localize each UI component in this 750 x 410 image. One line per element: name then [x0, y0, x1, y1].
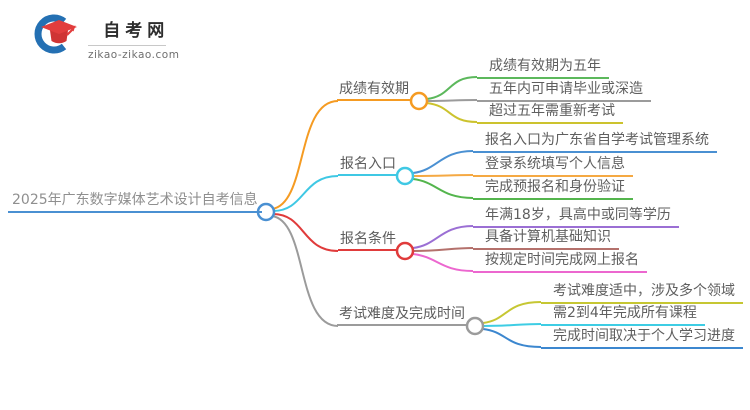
- logo-divider: [88, 45, 166, 46]
- branch1-label: 成绩有效期: [337, 80, 411, 101]
- logo-title: 自考网: [103, 21, 170, 41]
- connector-b1-leaf1: [426, 76, 478, 100]
- branch2-node-circle: [395, 166, 415, 186]
- connector-center-branch2: [272, 175, 339, 212]
- b2-leaf2-label: 登录系统填写个人信息: [473, 155, 633, 177]
- connector-b4-leaf2: [482, 323, 542, 327]
- branch1-node-circle: [409, 91, 429, 111]
- logo-subtitle: zikao-zikao.com: [88, 49, 180, 61]
- connector-b2-leaf2: [412, 174, 474, 177]
- logo-text-block: 自考网 zikao-zikao.com: [88, 10, 179, 61]
- b3-leaf3-label: 按规定时间完成网上报名: [473, 251, 647, 273]
- connector-b4-leaf1: [482, 301, 542, 324]
- branch4-label: 考试难度及完成时间: [337, 305, 467, 326]
- connector-center-branch3: [272, 213, 339, 252]
- b3-leaf2-label: 具备计算机基础知识: [473, 228, 619, 250]
- connector-b1-leaf2: [426, 99, 478, 102]
- b1-leaf2-label: 五年内可申请毕业或深造: [477, 80, 651, 102]
- b4-leaf3-label: 完成时间取决于个人学习进度: [541, 327, 743, 349]
- branch2-label: 报名入口: [338, 155, 398, 176]
- connector-b2-leaf3: [412, 178, 474, 199]
- connector-b2-leaf1: [412, 150, 474, 174]
- graduation-cap-icon: [34, 14, 77, 54]
- center-node-label: 2025年广东数字媒体艺术设计自考信息: [8, 190, 262, 213]
- b2-leaf1-label: 报名入口为广东省自学考试管理系统: [473, 131, 717, 153]
- connector-center-branch1: [271, 100, 339, 210]
- connector-b1-leaf3: [426, 102, 478, 123]
- branch3-label: 报名条件: [338, 230, 398, 251]
- connector-b4-leaf3: [482, 328, 542, 348]
- connector-b3-leaf1: [412, 225, 474, 249]
- branch3-node-circle: [395, 241, 415, 261]
- b1-leaf1-label: 成绩有效期为五年: [477, 57, 609, 79]
- b3-leaf1-label: 年满18岁，具高中或同等学历: [473, 206, 679, 228]
- branch4-node-circle: [465, 316, 485, 336]
- site-logo: 自考网 zikao-zikao.com: [30, 10, 179, 61]
- b1-leaf3-label: 超过五年需重新考试: [477, 102, 623, 124]
- b4-leaf2-label: 需2到4年完成所有课程: [541, 304, 705, 326]
- b4-leaf1-label: 考试难度适中，涉及多个领域: [541, 282, 743, 304]
- connector-center-branch4: [271, 215, 339, 327]
- connector-b3-leaf2: [412, 247, 474, 252]
- b2-leaf3-label: 完成预报名和身份验证: [473, 178, 633, 200]
- connector-b3-leaf3: [412, 253, 474, 272]
